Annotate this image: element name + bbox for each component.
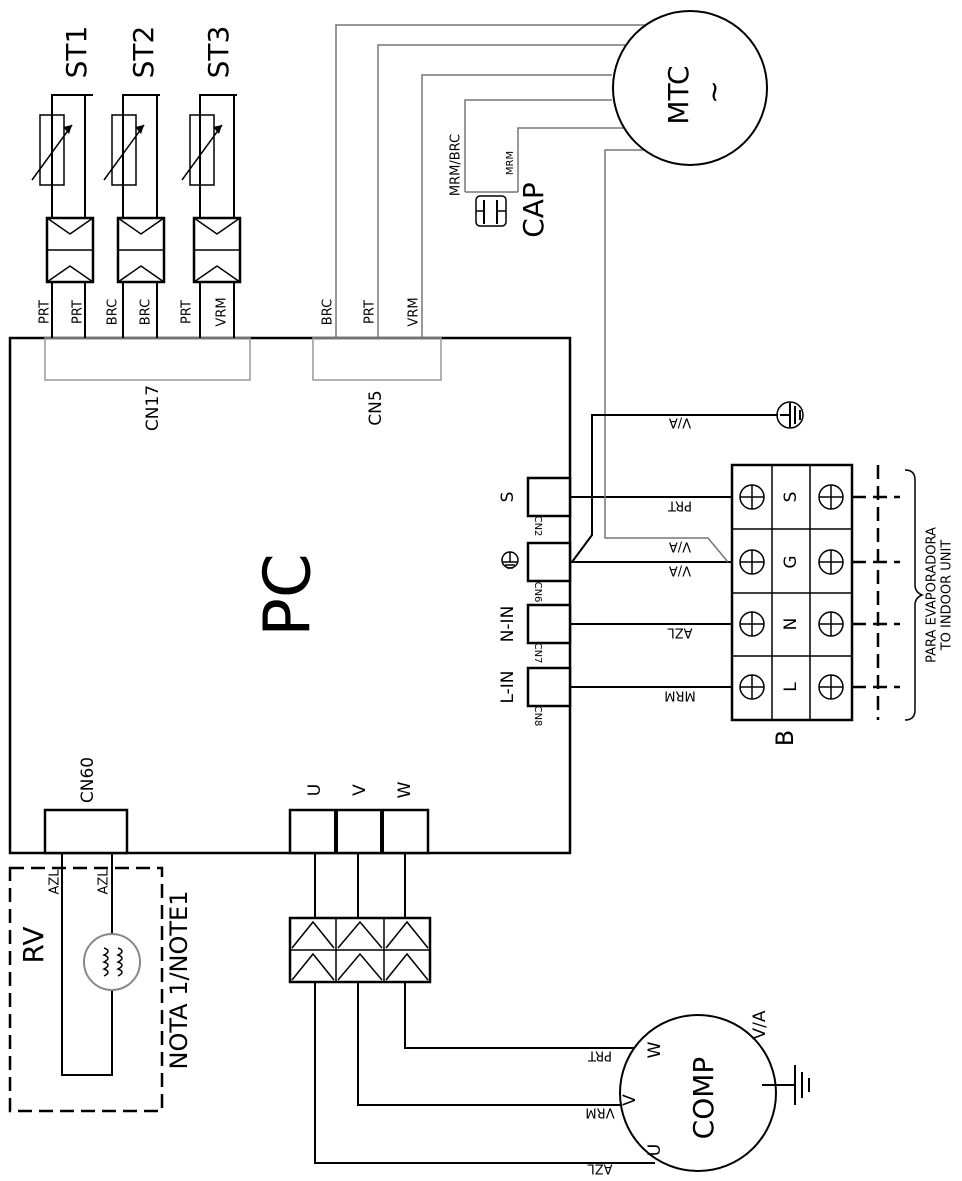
comp-terminal-v: V [620,1094,640,1106]
mtc-label: MTC [662,65,695,124]
cn17-connector [44,337,251,381]
comp-wire-azl: AZL [587,1161,613,1176]
cn17-label: CN17 [143,385,163,431]
wire-azl-label: AZL [667,625,693,640]
connector-cn6 [526,541,572,583]
indoor-note-line2: TO INDOOR UNIT [940,540,955,652]
st2-wire-inner: BRC [139,299,154,325]
connector-cn7 [526,603,572,645]
cn5-label: CN5 [366,390,386,425]
comp-ground-label: V/A [750,1010,770,1039]
wire-prt-label: PRT [668,498,692,513]
conn-nin-label: N-IN [498,606,518,643]
terminal-block-label: B [771,730,799,746]
mtc-symbol: ~ [697,80,730,103]
comp-wire-prt: PRT [588,1048,612,1063]
cn60-label: CN60 [78,757,98,803]
fan-motor-group: CN5 BRC PRT VRM MTC ~ CAP MRM/BRC MRM [312,10,768,455]
terminal-screw-icon [739,484,844,700]
cn5-wire-vrm: VRM [407,297,422,326]
uvw-u-label: U [305,784,325,796]
terminal-l: L [781,682,801,692]
capacitor: CAP MRM/BRC MRM [449,134,551,238]
terminal-g: G [781,555,801,568]
wire-va-motor-label: V/A [669,539,691,554]
conn-cn2-label: CN2 [532,516,543,537]
ground-wire-label: V/A [669,415,691,430]
rv-wire1: AZL [48,869,63,895]
wire-mrm-label: MRM [664,688,695,703]
compressor-group: U V W PRT VRM AZL COMP W V U V/A [288,781,810,1176]
sensor-group: CN17 ST1 PRT PRT ST2 [31,26,251,431]
cap-wire-right: MRM [505,151,516,175]
st3-wire-outer: PRT [180,300,195,324]
cn5-wire-brc: BRC [321,299,336,325]
cn5-connector [312,337,442,381]
conn-lin-label: L-IN [498,670,518,703]
rv-coil-icon [83,933,141,991]
conn-cn7-label: CN7 [532,643,543,664]
comp-ground-icon [762,1065,810,1105]
conn-cn6-label: CN6 [532,582,543,603]
reversing-valve-group: CN60 RV AZL AZL NOTA 1/NOTE1 [8,757,193,1113]
terminal-block: S G N L B PARA EVAPORADORA TO INDOOR UNI… [730,463,955,746]
comp-label: COMP [687,1057,720,1140]
board-label: PC [252,553,326,636]
conn-s-label: S [498,492,518,503]
st1-wire-inner: PRT [71,300,86,324]
st1-wire-outer: PRT [38,300,53,324]
cn60-connector [43,808,129,855]
st1-label: ST1 [60,26,93,79]
rv-label: RV [17,926,50,963]
st3-label: ST3 [202,26,235,79]
power-input-group: S CN2 CN6 N-IN CN7 L-IN CN8 V/A PRT V/A [498,401,855,727]
comp-wire-vrm: VRM [585,1105,614,1120]
terminal-n: N [781,618,801,631]
uvw-v-label: V [350,784,370,796]
cn5-wire-prt: PRT [363,300,378,324]
comp-terminal-w: W [645,1041,665,1058]
st2-wire-outer: BRC [106,299,121,325]
uvw-w-label: W [395,781,415,798]
indoor-note-line1: PARA EVAPORADORA [925,527,940,663]
st3-wire-inner: VRM [215,297,230,326]
sensor-st1: ST1 PRT PRT [31,26,95,338]
compressor-comp [619,1014,777,1172]
sensor-st2: ST2 BRC BRC [103,26,166,338]
earth-ground-icon [776,401,804,429]
wire-va-label: V/A [669,563,691,578]
rv-dashed-box [8,866,164,1113]
connector-cn8 [526,666,572,708]
rv-wire2: AZL [97,869,112,895]
comp-terminal-u: U [645,1144,665,1156]
connector-cn2 [526,476,572,518]
fan-motor-mtc [612,10,768,166]
sensor-st3: ST3 PRT VRM [180,26,242,338]
conn-cn8-label: CN8 [532,706,543,727]
cap-label: CAP [517,182,550,238]
board-ground-icon [501,551,519,569]
main-board [8,336,572,855]
terminal-s: S [781,492,801,503]
indoor-bracket [904,469,924,721]
cap-wire-left: MRM/BRC [449,134,464,196]
rv-note: NOTA 1/NOTE1 [165,891,193,1070]
uvw-connector [288,808,430,855]
st2-label: ST2 [127,26,160,79]
